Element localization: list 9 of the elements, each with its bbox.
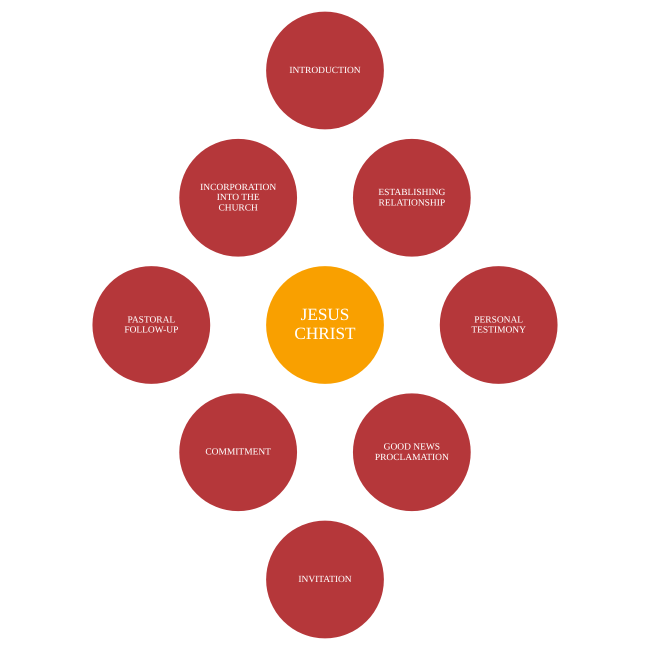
node-circle: JESUS CHRIST (266, 266, 384, 384)
node-circle: GOOD NEWS PROCLAMATION (352, 393, 471, 512)
node-circle: PERSONAL TESTIMONY (440, 266, 558, 384)
node-circle: INVITATION (266, 520, 384, 638)
node-circle: PASTORAL FOLLOW-UP (92, 266, 210, 384)
node-circle: COMMITMENT (179, 393, 298, 512)
node-circle: ESTABLISHING RELATIONSHIP (352, 138, 471, 257)
node-circle: INTRODUCTION (266, 12, 384, 130)
node-circle: INCORPORATION INTO THE CHURCH (179, 138, 298, 257)
